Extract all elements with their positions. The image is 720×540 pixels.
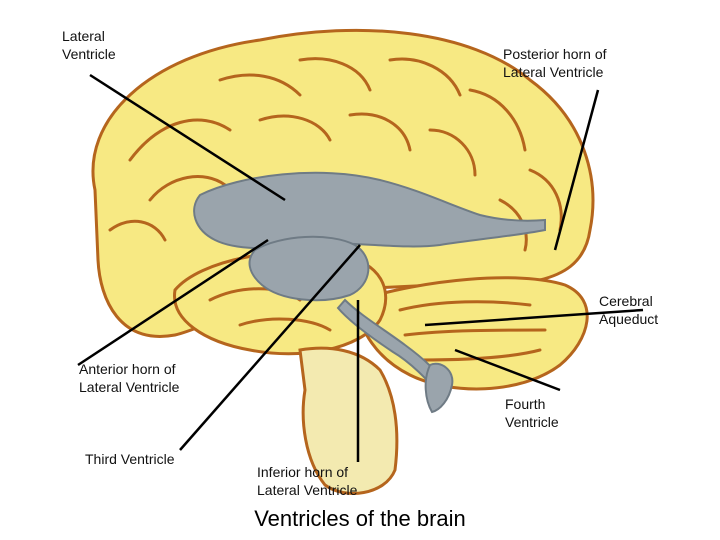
- lateral-ventricle-shape: [193, 171, 546, 250]
- label-posterior-horn: Posterior horn of Lateral Ventricle: [503, 46, 607, 80]
- label-cerebral-aqueduct: Cerebral Aqueduct: [599, 293, 659, 327]
- third-ventricle-shape: [248, 235, 370, 302]
- gyri-lines: [108, 57, 563, 362]
- label-third-ventricle: Third Ventricle: [85, 451, 175, 467]
- label-anterior-horn: Anterior horn of Lateral Ventricle: [79, 361, 180, 395]
- leader-lines: [77, 73, 644, 462]
- ventricular-system: [193, 171, 546, 414]
- label-lateral-ventricle: Lateral Ventricle: [62, 28, 116, 62]
- fourth-ventricle-shape: [424, 362, 454, 414]
- brain-ventricles-figure: Lateral Ventricle Posterior horn of Late…: [45, 0, 677, 505]
- label-inferior-horn: Inferior horn of Lateral Ventricle: [257, 464, 358, 498]
- label-fourth-ventricle: Fourth Ventricle: [505, 396, 559, 430]
- cerebellum: [357, 276, 589, 391]
- brainstem: [298, 346, 399, 495]
- caption: Ventricles of the brain: [254, 506, 466, 531]
